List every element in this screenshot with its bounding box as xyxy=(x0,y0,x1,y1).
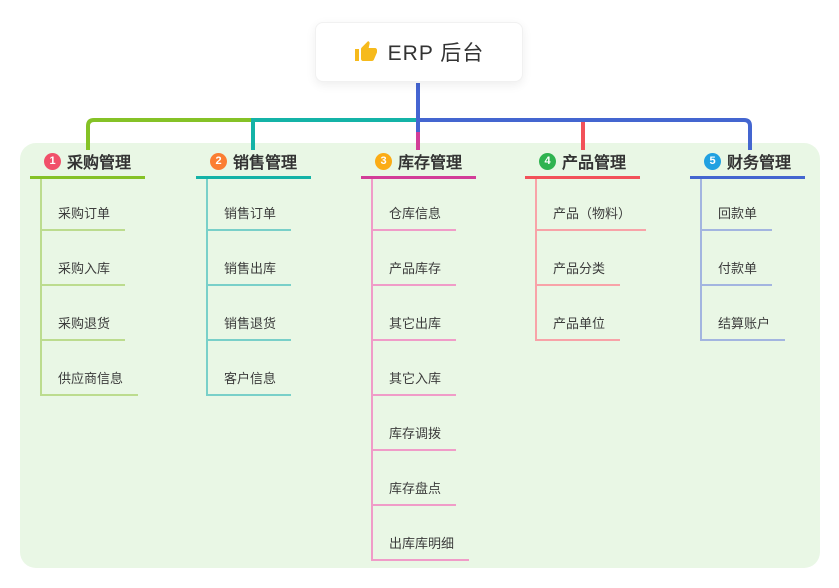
badge-3: 3 xyxy=(375,152,392,170)
badge-1: 1 xyxy=(44,152,61,170)
branch-product: 4 产品管理 产品（物料） 产品分类 产品单位 xyxy=(525,146,647,341)
root-node-erp[interactable]: ERP 后台 xyxy=(315,22,523,82)
node-other-outbound[interactable]: 其它出库 xyxy=(371,311,457,341)
branch-node-sales[interactable]: 2 销售管理 xyxy=(196,146,312,179)
node-outbound-detail[interactable]: 出库库明细 xyxy=(371,531,470,561)
badge-4: 4 xyxy=(539,152,556,170)
badge-2: 2 xyxy=(210,152,227,170)
node-supplier-info[interactable]: 供应商信息 xyxy=(40,366,139,396)
branch-trunk-line xyxy=(206,179,208,396)
node-purchase-order[interactable]: 采购订单 xyxy=(40,201,126,231)
branch-trunk-line xyxy=(535,179,537,341)
branch-node-finance[interactable]: 5 财务管理 xyxy=(690,146,806,179)
branch-node-purchase[interactable]: 1 采购管理 xyxy=(30,146,146,179)
branches-background-panel xyxy=(20,143,820,568)
node-sales-return[interactable]: 销售退货 xyxy=(206,311,292,341)
branch-node-product[interactable]: 4 产品管理 xyxy=(525,146,641,179)
node-stock-count[interactable]: 库存盘点 xyxy=(371,476,457,506)
branch-trunk-line xyxy=(371,179,373,561)
node-payment-bill[interactable]: 付款单 xyxy=(700,256,773,286)
node-sales-outbound[interactable]: 销售出库 xyxy=(206,256,292,286)
branch-trunk-line xyxy=(40,179,42,396)
node-product-unit[interactable]: 产品单位 xyxy=(535,311,621,341)
branch-node-inventory[interactable]: 3 库存管理 xyxy=(361,146,477,179)
node-other-inbound[interactable]: 其它入库 xyxy=(371,366,457,396)
node-product-category[interactable]: 产品分类 xyxy=(535,256,621,286)
branch-trunk-line xyxy=(700,179,702,341)
branch-label: 产品管理 xyxy=(562,155,627,172)
node-stock-transfer[interactable]: 库存调拨 xyxy=(371,421,457,451)
branch-label: 销售管理 xyxy=(233,155,298,172)
node-product-stock[interactable]: 产品库存 xyxy=(371,256,457,286)
node-purchase-inbound[interactable]: 采购入库 xyxy=(40,256,126,286)
root-node-label: ERP 后台 xyxy=(387,42,485,65)
node-receipt-bill[interactable]: 回款单 xyxy=(700,201,773,231)
node-product-material[interactable]: 产品（物料） xyxy=(535,201,647,231)
badge-5: 5 xyxy=(704,152,721,170)
thumbs-up-icon xyxy=(354,40,378,64)
node-settlement-account[interactable]: 结算账户 xyxy=(700,311,786,341)
branch-sales: 2 销售管理 销售订单 销售出库 销售退货 客户信息 xyxy=(196,146,312,396)
branch-inventory: 3 库存管理 仓库信息 产品库存 其它出库 其它入库 库存调拨 库存盘点 出库库… xyxy=(361,146,477,561)
node-warehouse-info[interactable]: 仓库信息 xyxy=(371,201,457,231)
node-purchase-return[interactable]: 采购退货 xyxy=(40,311,126,341)
node-sales-order[interactable]: 销售订单 xyxy=(206,201,292,231)
branch-label: 采购管理 xyxy=(67,155,132,172)
branch-finance: 5 财务管理 回款单 付款单 结算账户 xyxy=(690,146,806,341)
branch-label: 财务管理 xyxy=(727,155,792,172)
branch-label: 库存管理 xyxy=(398,155,463,172)
node-customer-info[interactable]: 客户信息 xyxy=(206,366,292,396)
branch-purchase: 1 采购管理 采购订单 采购入库 采购退货 供应商信息 xyxy=(30,146,146,396)
